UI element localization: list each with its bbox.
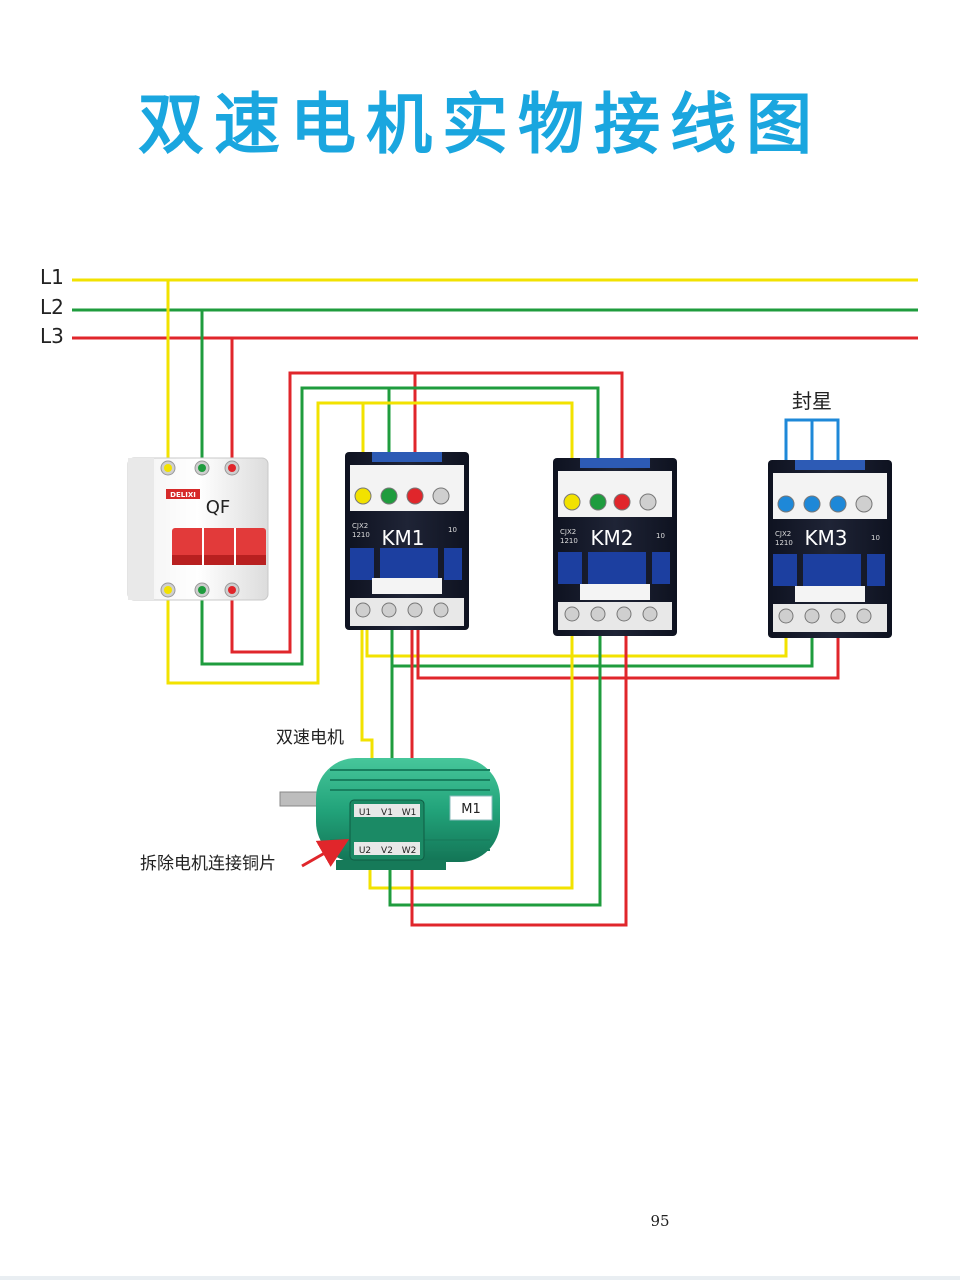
motor-nameplate: M1 — [461, 802, 481, 817]
breaker-brand: DELIXI — [170, 491, 196, 499]
breaker-output-wires — [166, 371, 624, 685]
wire-green-bus — [200, 386, 600, 666]
wire-km2-to-v2 — [388, 615, 602, 907]
km2-label: KM2 — [590, 526, 633, 550]
km1-model: CJX2 — [352, 522, 368, 530]
wire-red-bus — [230, 371, 624, 654]
motor-caption: 双速电机 — [276, 728, 344, 748]
label-l1: L1 — [40, 265, 64, 289]
breaker-label: QF — [206, 497, 231, 518]
km1-label: KM1 — [381, 526, 424, 550]
page-number: 95 — [650, 1212, 670, 1230]
wire-km1-red-to-km3 — [416, 615, 840, 680]
wire-yellow-bus — [166, 401, 574, 685]
callout-text: 拆除电机连接铜片 — [140, 854, 276, 874]
terminal-u2: U2 — [359, 846, 371, 856]
star-label: 封星 — [792, 389, 832, 413]
circuit-breaker-icon: DELIXI QF — [127, 457, 269, 601]
km2-model: CJX2 — [560, 528, 576, 536]
km2-aux: 10 — [656, 532, 665, 540]
red-arrow-icon — [301, 839, 350, 868]
contactor-km3: CJX2 1210 10 KM3 — [768, 460, 892, 638]
label-l2: L2 — [40, 295, 64, 319]
bottom-rule — [0, 1276, 960, 1280]
terminal-v2: V2 — [381, 846, 393, 856]
km3-rating: 1210 — [775, 539, 793, 547]
supply-lines: L1 L2 L3 — [40, 265, 918, 348]
breaker-input-wires — [166, 280, 234, 458]
star-jumper-left — [784, 418, 814, 490]
contactor-km1: CJX2 1210 10 KM1 — [345, 452, 469, 630]
label-l3: L3 — [40, 324, 64, 348]
terminal-u1: U1 — [359, 808, 371, 818]
km3-model: CJX2 — [775, 530, 791, 538]
terminal-w2: W2 — [402, 846, 417, 856]
km1-aux: 10 — [448, 526, 457, 534]
terminal-w1: W1 — [402, 808, 417, 818]
terminal-v1: V1 — [381, 808, 393, 818]
page-title: 双速电机实物接线图 — [138, 86, 822, 163]
wire-km1-green-to-km3 — [390, 615, 814, 668]
electric-motor-icon: M1 U1 V1 W1 U2 V2 W2 — [279, 758, 500, 870]
wire-km2-to-w2 — [410, 615, 628, 927]
km3-aux: 10 — [871, 534, 880, 542]
km1-rating: 1210 — [352, 531, 370, 539]
km3-label: KM3 — [804, 526, 847, 550]
contactor-km2: CJX2 1210 10 KM2 — [553, 458, 677, 636]
km2-rating: 1210 — [560, 537, 578, 545]
